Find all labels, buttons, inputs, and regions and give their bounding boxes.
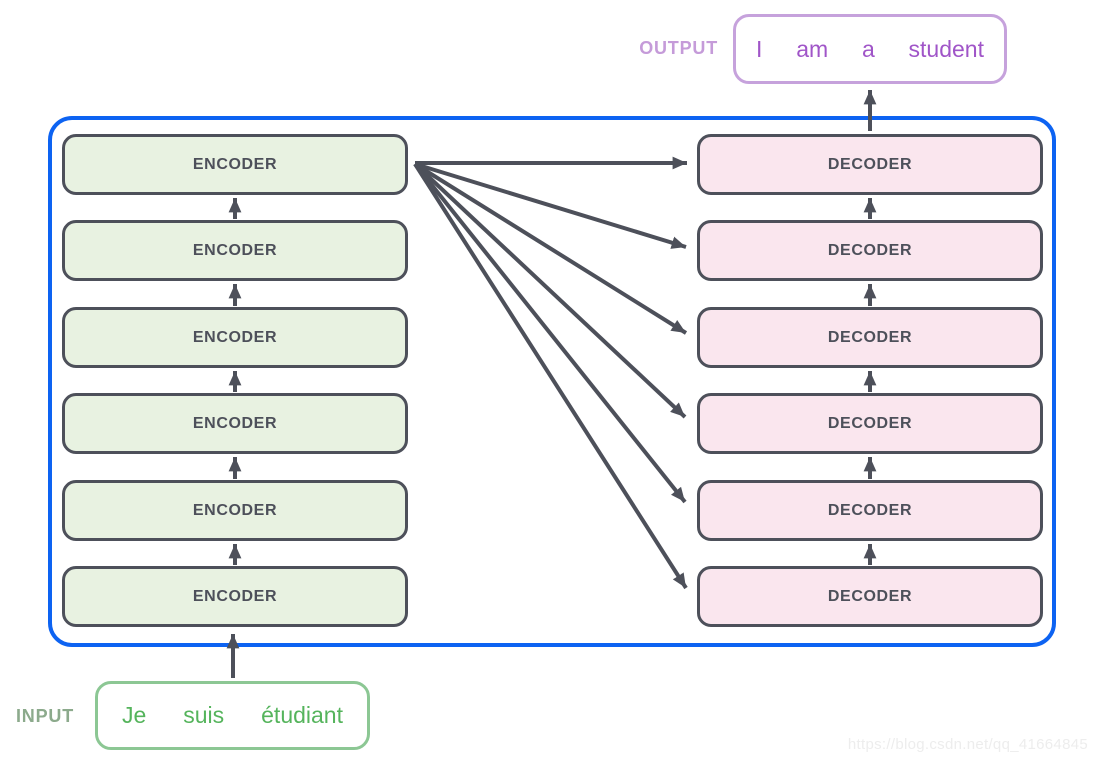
output-token: am — [796, 35, 829, 62]
stack-container — [48, 116, 1056, 647]
output-box: I am a student — [733, 14, 1007, 84]
encoder-box-6: ENCODER — [62, 566, 408, 627]
decoder-label: DECODER — [827, 414, 913, 432]
encoder-label: ENCODER — [192, 587, 278, 605]
encoder-label: ENCODER — [192, 328, 278, 346]
decoder-box-6: DECODER — [697, 566, 1043, 627]
input-label: INPUT — [16, 706, 74, 726]
input-token: étudiant — [261, 702, 343, 728]
decoder-box-4: DECODER — [697, 393, 1043, 454]
decoder-label: DECODER — [827, 155, 913, 173]
output-label: OUTPUT — [639, 38, 718, 58]
decoder-label: DECODER — [827, 587, 913, 605]
output-token: a — [861, 35, 875, 62]
encoder-label: ENCODER — [192, 414, 278, 432]
encoder-box-4: ENCODER — [62, 393, 408, 454]
decoder-label: DECODER — [827, 241, 913, 259]
decoder-box-2: DECODER — [697, 220, 1043, 281]
encoder-label: ENCODER — [192, 501, 278, 519]
encoder-label: ENCODER — [192, 155, 278, 173]
output-token: student — [908, 35, 984, 62]
encoder-box-5: ENCODER — [62, 480, 408, 541]
decoder-label: DECODER — [827, 501, 913, 519]
decoder-box-1: DECODER — [697, 134, 1043, 195]
decoder-box-3: DECODER — [697, 307, 1043, 368]
output-token: I — [756, 35, 763, 62]
encoder-box-2: ENCODER — [62, 220, 408, 281]
encoder-label: ENCODER — [192, 241, 278, 259]
encoder-box-3: ENCODER — [62, 307, 408, 368]
input-token: Je — [122, 702, 147, 728]
input-token: suis — [183, 702, 225, 728]
watermark: https://blog.csdn.net/qq_41664845 — [847, 736, 1088, 753]
decoder-box-5: DECODER — [697, 480, 1043, 541]
decoder-label: DECODER — [827, 328, 913, 346]
input-box: Je suis étudiant — [95, 681, 370, 750]
encoder-box-1: ENCODER — [62, 134, 408, 195]
